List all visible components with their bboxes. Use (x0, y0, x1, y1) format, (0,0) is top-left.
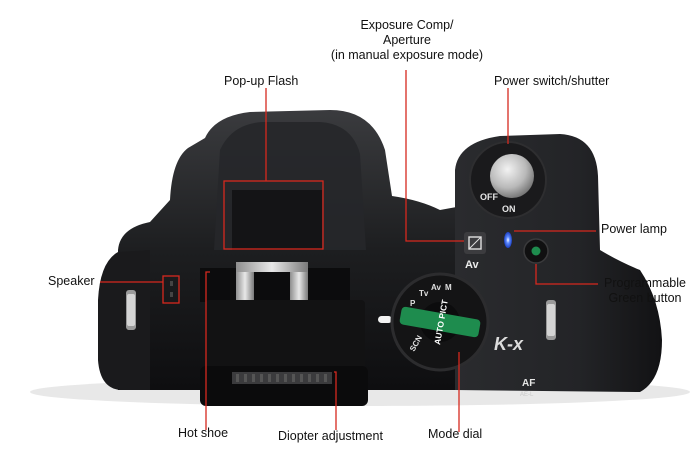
label-mode-dial: Mode dial (428, 427, 483, 441)
label-exposure-comp: Exposure Comp/ Aperture (in manual expos… (328, 18, 486, 63)
mode-dial[interactable]: AUTO PICT SCN P Tv Av M (390, 272, 490, 372)
exposure-comp-button[interactable]: Av (464, 232, 486, 271)
green-button[interactable] (523, 238, 549, 264)
model-logo: K-x (494, 334, 524, 354)
speaker-callout-box (162, 275, 180, 304)
label-programmable-line2: Green button (608, 291, 682, 305)
dial-p-marking: P (410, 299, 416, 308)
dial-m-marking: M (445, 283, 452, 292)
dial-index-mark (378, 316, 392, 323)
ae-l-marking: AE-L (520, 392, 534, 398)
label-power-switch: Power switch/shutter (494, 74, 610, 88)
callout-lines (100, 70, 598, 432)
label-power-lamp: Power lamp (601, 222, 667, 236)
flash-front (232, 190, 322, 250)
on-marking: ON (502, 204, 516, 214)
camera-left-end (98, 250, 150, 390)
viewfinder-eyepiece (200, 300, 368, 406)
label-speaker: Speaker (48, 274, 95, 288)
power-switch-shutter[interactable]: OFF ON (469, 141, 547, 219)
label-exposure-comp-line1: Exposure Comp/ (360, 18, 454, 32)
speaker-holes (170, 281, 173, 297)
flash-callout-box (223, 180, 324, 250)
strap-lug-left-inner (127, 294, 135, 326)
dial-tv-marking: Tv (419, 289, 429, 298)
label-hot-shoe: Hot shoe (178, 426, 229, 440)
dial-av-marking: Av (431, 283, 441, 292)
label-exposure-comp-line3: (in manual exposure mode) (330, 48, 484, 62)
label-programmable-line1: Programmable (604, 276, 686, 290)
label-exposure-comp-line2: Aperture (383, 33, 431, 47)
label-diopter: Diopter adjustment (278, 429, 383, 443)
power-lamp (504, 232, 512, 248)
label-programmable: Programmable Green button (600, 276, 690, 306)
off-marking: OFF (480, 192, 498, 202)
av-marking: Av (465, 259, 480, 271)
label-popup-flash: Pop-up Flash (224, 74, 299, 88)
af-marking: AF (522, 378, 535, 389)
strap-lug-right-inner (547, 304, 555, 336)
